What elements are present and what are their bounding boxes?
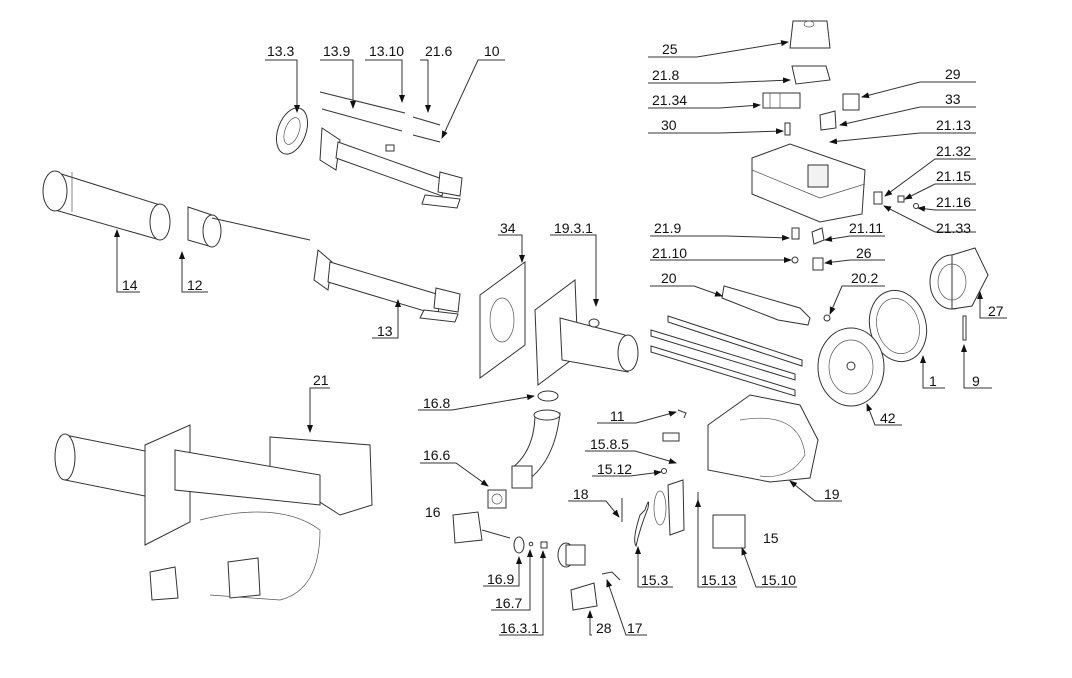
part-16-8-o-ring [537,390,559,402]
label-28: 28 [596,620,612,636]
label-15-12: 15.12 [597,461,632,477]
part-cam-plate [653,479,685,536]
part-26 [812,257,824,271]
part-19-fan-housing [707,394,819,483]
label-15: 15 [763,530,779,546]
part-29-relay [842,93,860,111]
label-21-32: 21.32 [936,143,971,159]
label-26: 26 [856,245,872,261]
label-9: 9 [972,373,980,389]
label-12: 12 [187,277,203,293]
label-20: 20 [661,270,677,286]
part-28-servo [570,582,598,611]
part-21-34-terminal [762,92,801,109]
part-25-cover [789,20,831,49]
part-21-11 [811,227,825,245]
label-14: 14 [122,277,138,293]
label-16-8: 16.8 [423,395,450,411]
part-21-assembled-burner [54,424,373,601]
part-42-fan-wheel [817,327,885,407]
label-27: 27 [988,303,1004,319]
label-21-34: 21.34 [652,92,687,108]
label-21: 21 [313,372,329,388]
label-20-2: 20.2 [851,270,878,286]
part-11-clip [677,409,687,419]
part-33-block [819,110,837,131]
label-17: 17 [627,620,643,636]
part-gas-elbow [511,409,561,489]
part-20-2-nut [823,314,831,322]
label-13: 13 [377,323,393,339]
part-27-motor [929,247,989,310]
part-17-bracket [601,571,621,581]
label-19: 19 [824,486,840,502]
callouts [114,40,1007,636]
part-34-flange-gasket [479,261,526,379]
label-15-3: 15.3 [641,572,668,588]
part-21-16 [913,203,919,209]
part-21-15 [897,195,905,203]
part-20-cover [721,285,811,326]
label-15-8-5: 15.8.5 [590,436,629,452]
part-1-mounting-plate [868,289,928,363]
part-16-block [452,511,511,544]
label-13-10: 13.10 [369,43,404,59]
part-21-32-terminals [873,191,883,205]
part-16-9-o-ring [513,536,525,554]
part-actuator-flange [557,542,586,568]
part-15-8-5-switch [662,432,680,442]
label-21-33: 21.33 [936,220,971,236]
part-16-7-screw [528,541,534,547]
label-16-3-1: 16.3.1 [500,620,539,636]
part-21-9 [791,227,800,240]
part-13-3-swirl-disc [275,107,309,155]
label-19-3-1: 19.3.1 [554,220,593,236]
label-34: 34 [500,220,516,236]
label-21-13: 21.13 [936,117,971,133]
label-21-15: 21.15 [936,168,971,184]
label-21-10: 21.10 [652,245,687,261]
part-21-10 [791,256,799,264]
label-33: 33 [945,91,961,107]
label-11: 11 [610,408,625,424]
label-13-9: 13.9 [323,43,350,59]
label-16-7: 16.7 [495,595,522,611]
label-21-9: 21.9 [654,220,681,236]
label-15-10: 15.10 [761,572,796,588]
label-21-6: 21.6 [425,43,452,59]
label-29: 29 [945,66,961,82]
part-9-pin [962,315,967,341]
label-30: 30 [661,117,677,133]
part-30-fuse [784,122,791,136]
label-15-13: 15.13 [701,572,736,588]
part-21-13-control-box [751,143,866,223]
label-16-6: 16.6 [423,447,450,463]
label-18: 18 [573,486,589,502]
part-12-ring [187,206,311,248]
part-14-blast-tube [42,170,171,241]
label-10: 10 [484,43,500,59]
part-labels: 13.3 13.9 13.10 21.6 10 14 12 13 25 21.8… [122,41,1004,636]
part-15-10-cover [712,514,746,549]
part-13-head-assembly [313,249,461,323]
label-21-16: 21.16 [936,194,971,210]
label-21-11: 21.11 [849,220,883,236]
part-head-assembly-upper [319,127,463,209]
part-21-8-base [791,65,831,85]
label-21-8: 21.8 [652,67,679,83]
part-13-9-13-10-electrodes [319,91,441,143]
label-13-3: 13.3 [267,43,294,59]
label-16-9: 16.9 [487,571,514,587]
part-rails [650,315,803,397]
label-1: 1 [929,373,937,389]
label-16: 16 [425,504,441,520]
label-42: 42 [880,410,896,426]
part-15-3-cam [634,501,650,548]
part-16-6-gasket [487,489,507,509]
label-25: 25 [662,41,678,57]
part-16-3-1-nipple [540,541,548,549]
part-15-12-nut [661,468,667,474]
part-19-3-1-head-housing [534,279,639,386]
